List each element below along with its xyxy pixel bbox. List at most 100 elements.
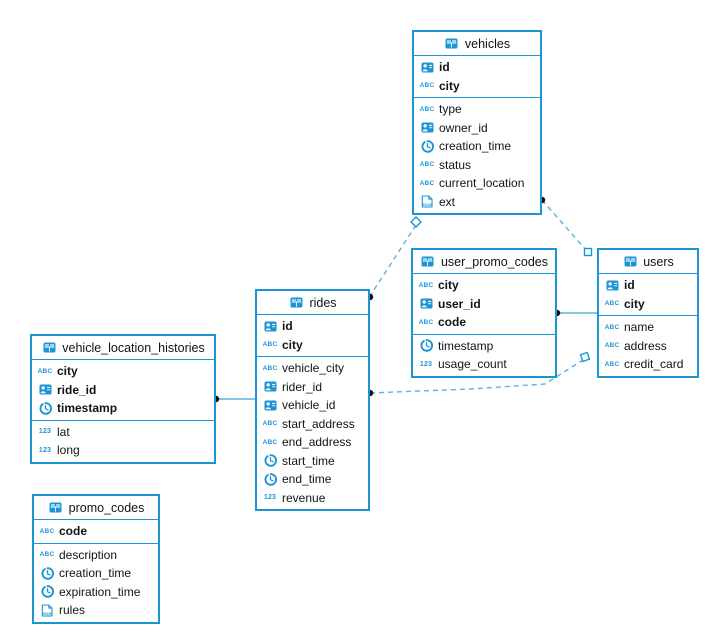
field-row-vehicle_id[interactable]: vehicle_id (257, 396, 368, 415)
field-name: timestamp (57, 401, 118, 416)
text-type-icon: ABC (419, 179, 435, 187)
table-icon (420, 256, 436, 267)
field-row-creation_time[interactable]: creation_time (34, 564, 158, 583)
field-row-user_id[interactable]: user_id (413, 295, 555, 314)
field-row-start_address[interactable]: ABC start_address (257, 415, 368, 434)
table-header[interactable]: rides (257, 291, 368, 315)
table-icon (41, 342, 57, 353)
relationship-rides-users[interactable] (369, 359, 584, 394)
field-name: city (57, 364, 78, 379)
field-row-end_time[interactable]: end_time (257, 470, 368, 489)
table-header[interactable]: users (599, 250, 697, 274)
field-row-current_location[interactable]: ABC current_location (414, 174, 540, 193)
text-type-icon: ABC (419, 82, 435, 90)
field-row-timestamp[interactable]: timestamp (413, 337, 555, 356)
id-type-icon (418, 298, 434, 309)
field-name: credit_card (624, 357, 684, 372)
number-type-icon: 123 (419, 360, 433, 368)
field-name: code (438, 315, 467, 330)
text-type-icon: ABC (39, 551, 55, 559)
id-type-icon (604, 280, 620, 291)
table-name: rides (309, 295, 337, 310)
field-name: city (439, 78, 460, 93)
field-row-city[interactable]: ABC city (414, 77, 540, 96)
time-type-icon (39, 585, 55, 598)
text-type-icon: ABC (262, 420, 278, 428)
text-type-icon: ABC (262, 341, 278, 349)
table-header[interactable]: promo_codes (34, 496, 158, 520)
field-row-timestamp[interactable]: timestamp (32, 399, 214, 418)
table-header[interactable]: user_promo_codes (413, 250, 555, 274)
field-name: description (59, 547, 118, 562)
id-type-icon (37, 384, 53, 395)
relationship-vehicles-users[interactable] (541, 199, 587, 251)
field-row-ride_id[interactable]: ride_id (32, 381, 214, 400)
field-name: id (439, 60, 450, 75)
field-row-rider_id[interactable]: rider_id (257, 378, 368, 397)
svg-text:JSON: JSON (422, 202, 433, 207)
field-row-start_time[interactable]: start_time (257, 452, 368, 471)
field-name: address (624, 338, 667, 353)
field-name: code (59, 524, 88, 539)
text-type-icon: ABC (418, 281, 434, 289)
field-name: current_location (439, 176, 525, 191)
cardinality-marker (579, 351, 591, 363)
cardinality-marker (410, 216, 422, 228)
field-row-expiration_time[interactable]: expiration_time (34, 583, 158, 602)
table-icon (622, 256, 638, 267)
table-header[interactable]: vehicles (414, 32, 540, 56)
field-row-id[interactable]: id (599, 276, 697, 295)
field-row-description[interactable]: ABC description (34, 546, 158, 565)
id-type-icon (419, 62, 435, 73)
field-row-creation_time[interactable]: creation_time (414, 137, 540, 156)
table-header[interactable]: vehicle_location_histories (32, 336, 214, 360)
field-row-owner_id[interactable]: owner_id (414, 119, 540, 138)
time-type-icon (262, 472, 278, 486)
id-type-icon (262, 400, 278, 411)
time-type-icon (418, 339, 434, 352)
time-type-icon (37, 401, 53, 415)
field-row-id[interactable]: id (414, 58, 540, 77)
text-type-icon: ABC (262, 438, 278, 446)
field-name: vehicle_city (282, 361, 345, 376)
field-name: end_address (282, 435, 352, 450)
field-name: start_address (282, 416, 355, 431)
relationship-rides-vehicles[interactable] (369, 224, 417, 297)
field-row-end_address[interactable]: ABC end_address (257, 433, 368, 452)
svg-text:JSON: JSON (42, 611, 53, 616)
field-name: expiration_time (59, 584, 141, 599)
field-name: lat (57, 424, 70, 439)
cardinality-marker (583, 247, 593, 257)
field-name: creation_time (59, 566, 132, 581)
field-row-id[interactable]: id (257, 317, 368, 336)
id-type-icon (419, 122, 435, 133)
